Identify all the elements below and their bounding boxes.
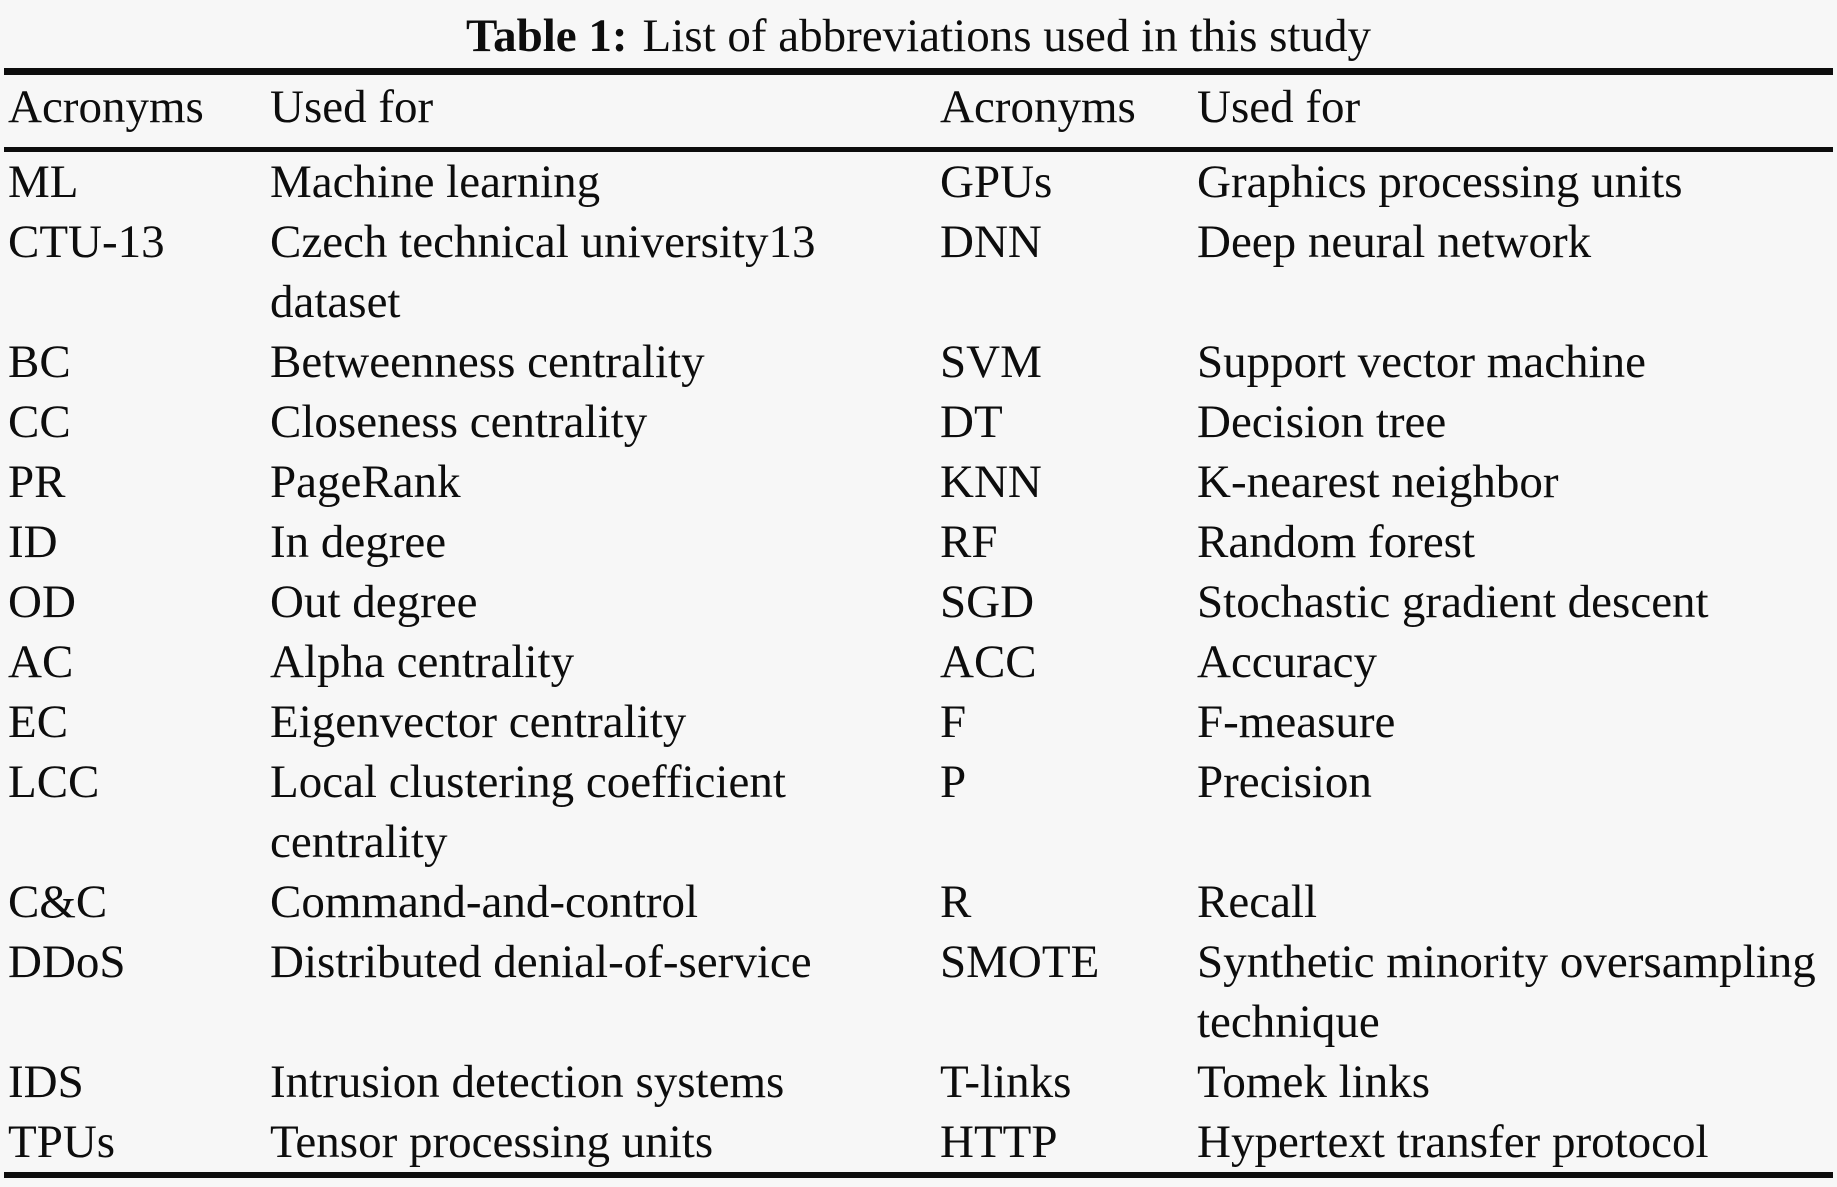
acronym-cell-left: LCC <box>8 756 100 808</box>
acronym-cell-left: AC <box>8 636 74 688</box>
acronym-cell-left: CC <box>8 396 71 448</box>
definition-cell-left: PageRank <box>270 456 461 508</box>
column-header-usedfor-right: Used for <box>1197 71 1833 152</box>
definition-cell-left: Tensor processing units <box>270 1116 714 1168</box>
column-header-acronyms-left: Acronyms <box>4 71 270 152</box>
acronym-cell-right: SMOTE <box>940 936 1100 988</box>
acronym-cell-right: SVM <box>940 336 1042 388</box>
acronym-cell-left: TPUs <box>8 1116 116 1168</box>
definition-cell-right: Support vector machine <box>1197 336 1646 388</box>
definition-cell-right: Synthetic minority oversampling techniqu… <box>1197 936 1816 1048</box>
definition-cell-right: K-nearest neighbor <box>1197 456 1559 508</box>
definition-cell-right: Hypertext transfer protocol <box>1197 1116 1709 1168</box>
definition-cell-left: Distributed denial-of-service <box>270 936 812 988</box>
table-caption: Table 1: List of abbreviations used in th… <box>0 0 1837 64</box>
table-row: BC Betweenness centrality SVM Support ve… <box>4 332 1833 392</box>
acronym-cell-right: DNN <box>940 216 1042 268</box>
abbreviations-table: Acronyms Used for Acronyms Used for ML M… <box>4 68 1833 1178</box>
acronym-cell-right: RF <box>940 516 998 568</box>
definition-cell-right: Recall <box>1197 876 1318 928</box>
table-row: C&C Command-and-control R Recall <box>4 872 1833 932</box>
table-row: DDoS Distributed denial-of-service SMOTE… <box>4 932 1833 1052</box>
acronym-cell-left: ID <box>8 516 58 568</box>
acronym-cell-left: IDS <box>8 1056 84 1108</box>
definition-cell-left: Alpha centrality <box>270 636 575 688</box>
table-row: EC Eigenvector centrality F F-measure <box>4 692 1833 752</box>
acronym-cell-right: HTTP <box>940 1116 1058 1168</box>
acronym-cell-left: EC <box>8 696 69 748</box>
table-row: TPUs Tensor processing units HTTP Hypert… <box>4 1112 1833 1175</box>
acronym-cell-right: R <box>940 876 972 928</box>
acronym-cell-left: DDoS <box>8 936 126 988</box>
definition-cell-left: Command-and-control <box>270 876 699 928</box>
table-row: ML Machine learning GPUs Graphics proces… <box>4 150 1833 213</box>
acronym-cell-left: CTU-13 <box>8 216 165 268</box>
acronym-cell-left: C&C <box>8 876 108 928</box>
definition-cell-left: Out degree <box>270 576 478 628</box>
definition-cell-left: In degree <box>270 516 447 568</box>
definition-cell-right: Graphics processing units <box>1197 156 1683 208</box>
acronym-cell-right: KNN <box>940 456 1042 508</box>
definition-cell-left: Czech technical university13 dataset <box>270 216 816 328</box>
acronym-cell-left: ML <box>8 156 79 208</box>
acronym-cell-left: PR <box>8 456 66 508</box>
definition-cell-right: Deep neural network <box>1197 216 1592 268</box>
table-row: CTU-13 Czech technical university13 data… <box>4 212 1833 332</box>
definition-cell-left: Betweenness centrality <box>270 336 705 388</box>
definition-cell-right: F-measure <box>1197 696 1396 748</box>
table-header: Acronyms Used for Acronyms Used for <box>4 71 1833 152</box>
definition-cell-left: Intrusion detection systems <box>270 1056 785 1108</box>
acronym-cell-left: OD <box>8 576 76 628</box>
definition-cell-right: Stochastic gradient descent <box>1197 576 1709 628</box>
acronym-cell-right: GPUs <box>940 156 1053 208</box>
definition-cell-left: Closeness centrality <box>270 396 648 448</box>
acronym-cell-right: F <box>940 696 967 748</box>
definition-cell-right: Precision <box>1197 756 1372 808</box>
acronym-cell-right: SGD <box>940 576 1035 628</box>
definition-cell-right: Random forest <box>1197 516 1476 568</box>
header-row: Acronyms Used for Acronyms Used for <box>4 71 1833 152</box>
table-row: OD Out degree SGD Stochastic gradient de… <box>4 572 1833 632</box>
definition-cell-left: Local clustering coefficient centrality <box>270 756 786 868</box>
table-caption-text: List of abbreviations used in this study <box>642 10 1371 62</box>
table-body: ML Machine learning GPUs Graphics proces… <box>4 150 1833 1175</box>
acronym-cell-right: T-links <box>940 1056 1072 1108</box>
table-row: AC Alpha centrality ACC Accuracy <box>4 632 1833 692</box>
acronym-cell-right: DT <box>940 396 1003 448</box>
column-header-usedfor-left: Used for <box>270 71 940 152</box>
table-row: ID In degree RF Random forest <box>4 512 1833 572</box>
acronym-cell-left: BC <box>8 336 71 388</box>
column-header-acronyms-right: Acronyms <box>940 71 1197 152</box>
table-row: CC Closeness centrality DT Decision tree <box>4 392 1833 452</box>
definition-cell-left: Machine learning <box>270 156 601 208</box>
acronym-cell-right: ACC <box>940 636 1037 688</box>
table-row: LCC Local clustering coefficient central… <box>4 752 1833 872</box>
table-caption-label: Table 1: <box>466 10 628 62</box>
definition-cell-left: Eigenvector centrality <box>270 696 687 748</box>
definition-cell-right: Tomek links <box>1197 1056 1431 1108</box>
acronym-cell-right: P <box>940 756 967 808</box>
table-row: IDS Intrusion detection systems T-links … <box>4 1052 1833 1112</box>
table-row: PR PageRank KNN K-nearest neighbor <box>4 452 1833 512</box>
definition-cell-right: Accuracy <box>1197 636 1378 688</box>
definition-cell-right: Decision tree <box>1197 396 1447 448</box>
